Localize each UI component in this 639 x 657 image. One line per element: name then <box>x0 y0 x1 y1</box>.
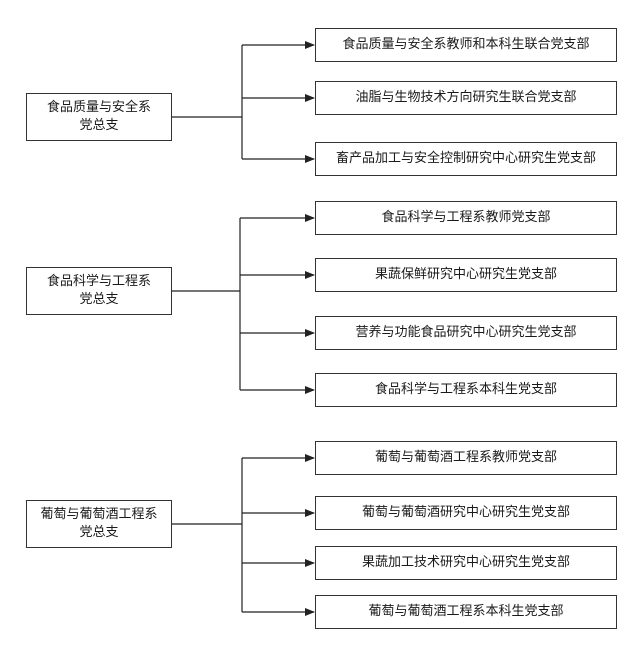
child-node: 葡萄与葡萄酒工程系本科生党支部 <box>315 595 617 629</box>
child-node-label: 食品科学与工程系本科生党支部 <box>374 382 557 397</box>
child-node: 油脂与生物技术方向研究生联合党支部 <box>315 81 617 115</box>
child-node-label: 葡萄与葡萄酒工程系本科生党支部 <box>368 604 564 619</box>
child-node: 食品质量与安全系教师和本科生联合党支部 <box>315 28 617 62</box>
child-node: 食品科学与工程系本科生党支部 <box>315 373 617 407</box>
child-node-label: 葡萄与葡萄酒工程系教师党支部 <box>374 450 557 465</box>
child-node: 食品科学与工程系教师党支部 <box>315 201 617 235</box>
parent-node: 食品质量与安全系党总支 <box>26 93 172 141</box>
parent-node-label-line: 食品科学与工程系 <box>46 274 151 289</box>
child-node-label: 果蔬加工技术研究中心研究生党支部 <box>361 555 570 570</box>
child-node: 果蔬加工技术研究中心研究生党支部 <box>315 546 617 580</box>
child-node-label: 食品科学与工程系教师党支部 <box>381 210 551 225</box>
child-node-label: 葡萄与葡萄酒研究中心研究生党支部 <box>361 505 570 520</box>
parent-node-label-line: 党总支 <box>79 292 119 307</box>
child-node: 营养与功能食品研究中心研究生党支部 <box>315 316 617 350</box>
parent-node-label-line: 党总支 <box>79 525 119 540</box>
child-node: 果蔬保鲜研究中心研究生党支部 <box>315 258 617 292</box>
child-node: 畜产品加工与安全控制研究中心研究生党支部 <box>315 142 617 176</box>
child-node: 葡萄与葡萄酒研究中心研究生党支部 <box>315 496 617 530</box>
child-node-label: 食品质量与安全系教师和本科生联合党支部 <box>342 37 590 52</box>
parent-node-label-line: 葡萄与葡萄酒工程系 <box>40 507 158 522</box>
child-node-label: 畜产品加工与安全控制研究中心研究生党支部 <box>335 151 596 166</box>
child-node-label: 果蔬保鲜研究中心研究生党支部 <box>374 267 557 282</box>
parent-node: 食品科学与工程系党总支 <box>26 267 172 315</box>
parent-node: 葡萄与葡萄酒工程系党总支 <box>26 500 172 548</box>
child-node-label: 营养与功能食品研究中心研究生党支部 <box>355 325 577 340</box>
parent-node-label-line: 食品质量与安全系 <box>46 100 151 115</box>
parent-node-label-line: 党总支 <box>79 118 119 133</box>
child-node: 葡萄与葡萄酒工程系教师党支部 <box>315 441 617 475</box>
child-node-label: 油脂与生物技术方向研究生联合党支部 <box>355 90 577 105</box>
